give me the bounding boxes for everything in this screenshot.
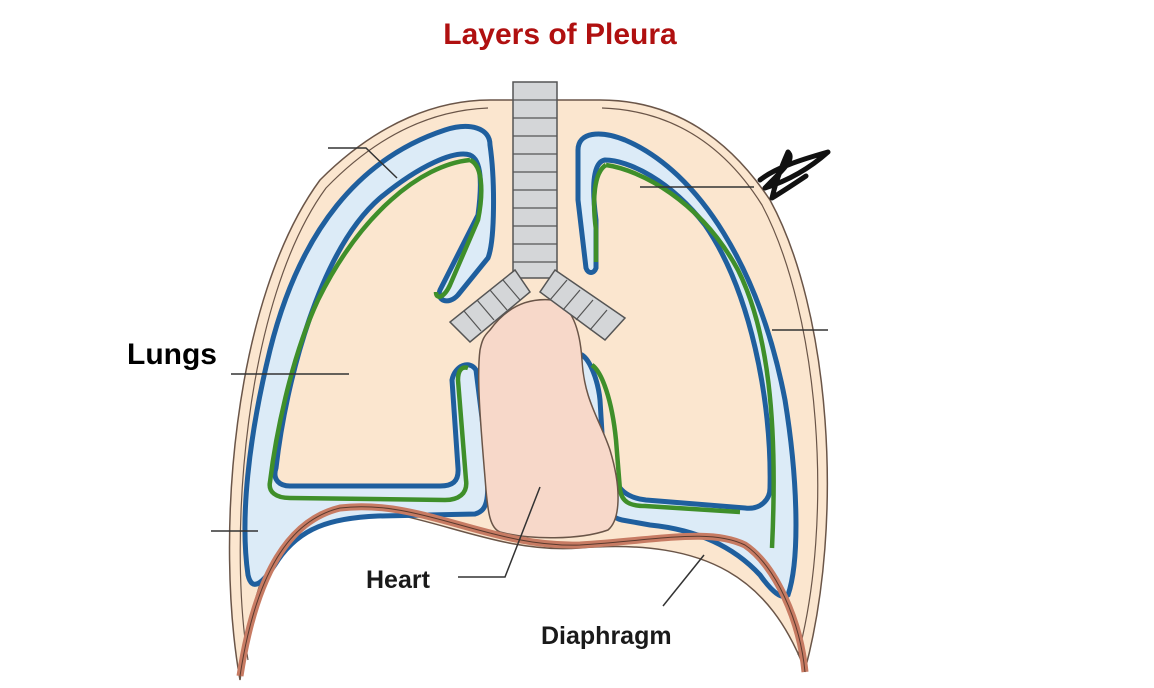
trachea-tube xyxy=(512,81,558,279)
right-parietal-pleura xyxy=(573,131,799,599)
diagram-title: Layers of Pleura xyxy=(443,18,677,51)
label-heart: Heart xyxy=(366,566,430,594)
label-diaphragm: Diaphragm xyxy=(541,622,672,650)
trachea xyxy=(512,81,558,279)
left-visceral-pleura xyxy=(267,157,484,503)
leader-line-diaphragm xyxy=(662,554,705,607)
right-bronchus-rings xyxy=(549,279,608,331)
scribble-mark xyxy=(757,149,831,201)
diaphragm-outline xyxy=(239,506,806,677)
trachea-rings xyxy=(513,99,557,263)
leader-line-top-left xyxy=(328,147,398,179)
left-bronchus-rings xyxy=(463,279,521,332)
leader-line-heart xyxy=(458,486,541,578)
thoracic-wall-inner-line xyxy=(239,107,489,661)
right-visceral-pleura xyxy=(590,162,776,549)
thoracic-wall-inner-line-right xyxy=(601,107,819,656)
label-lungs: Lungs xyxy=(127,338,217,371)
